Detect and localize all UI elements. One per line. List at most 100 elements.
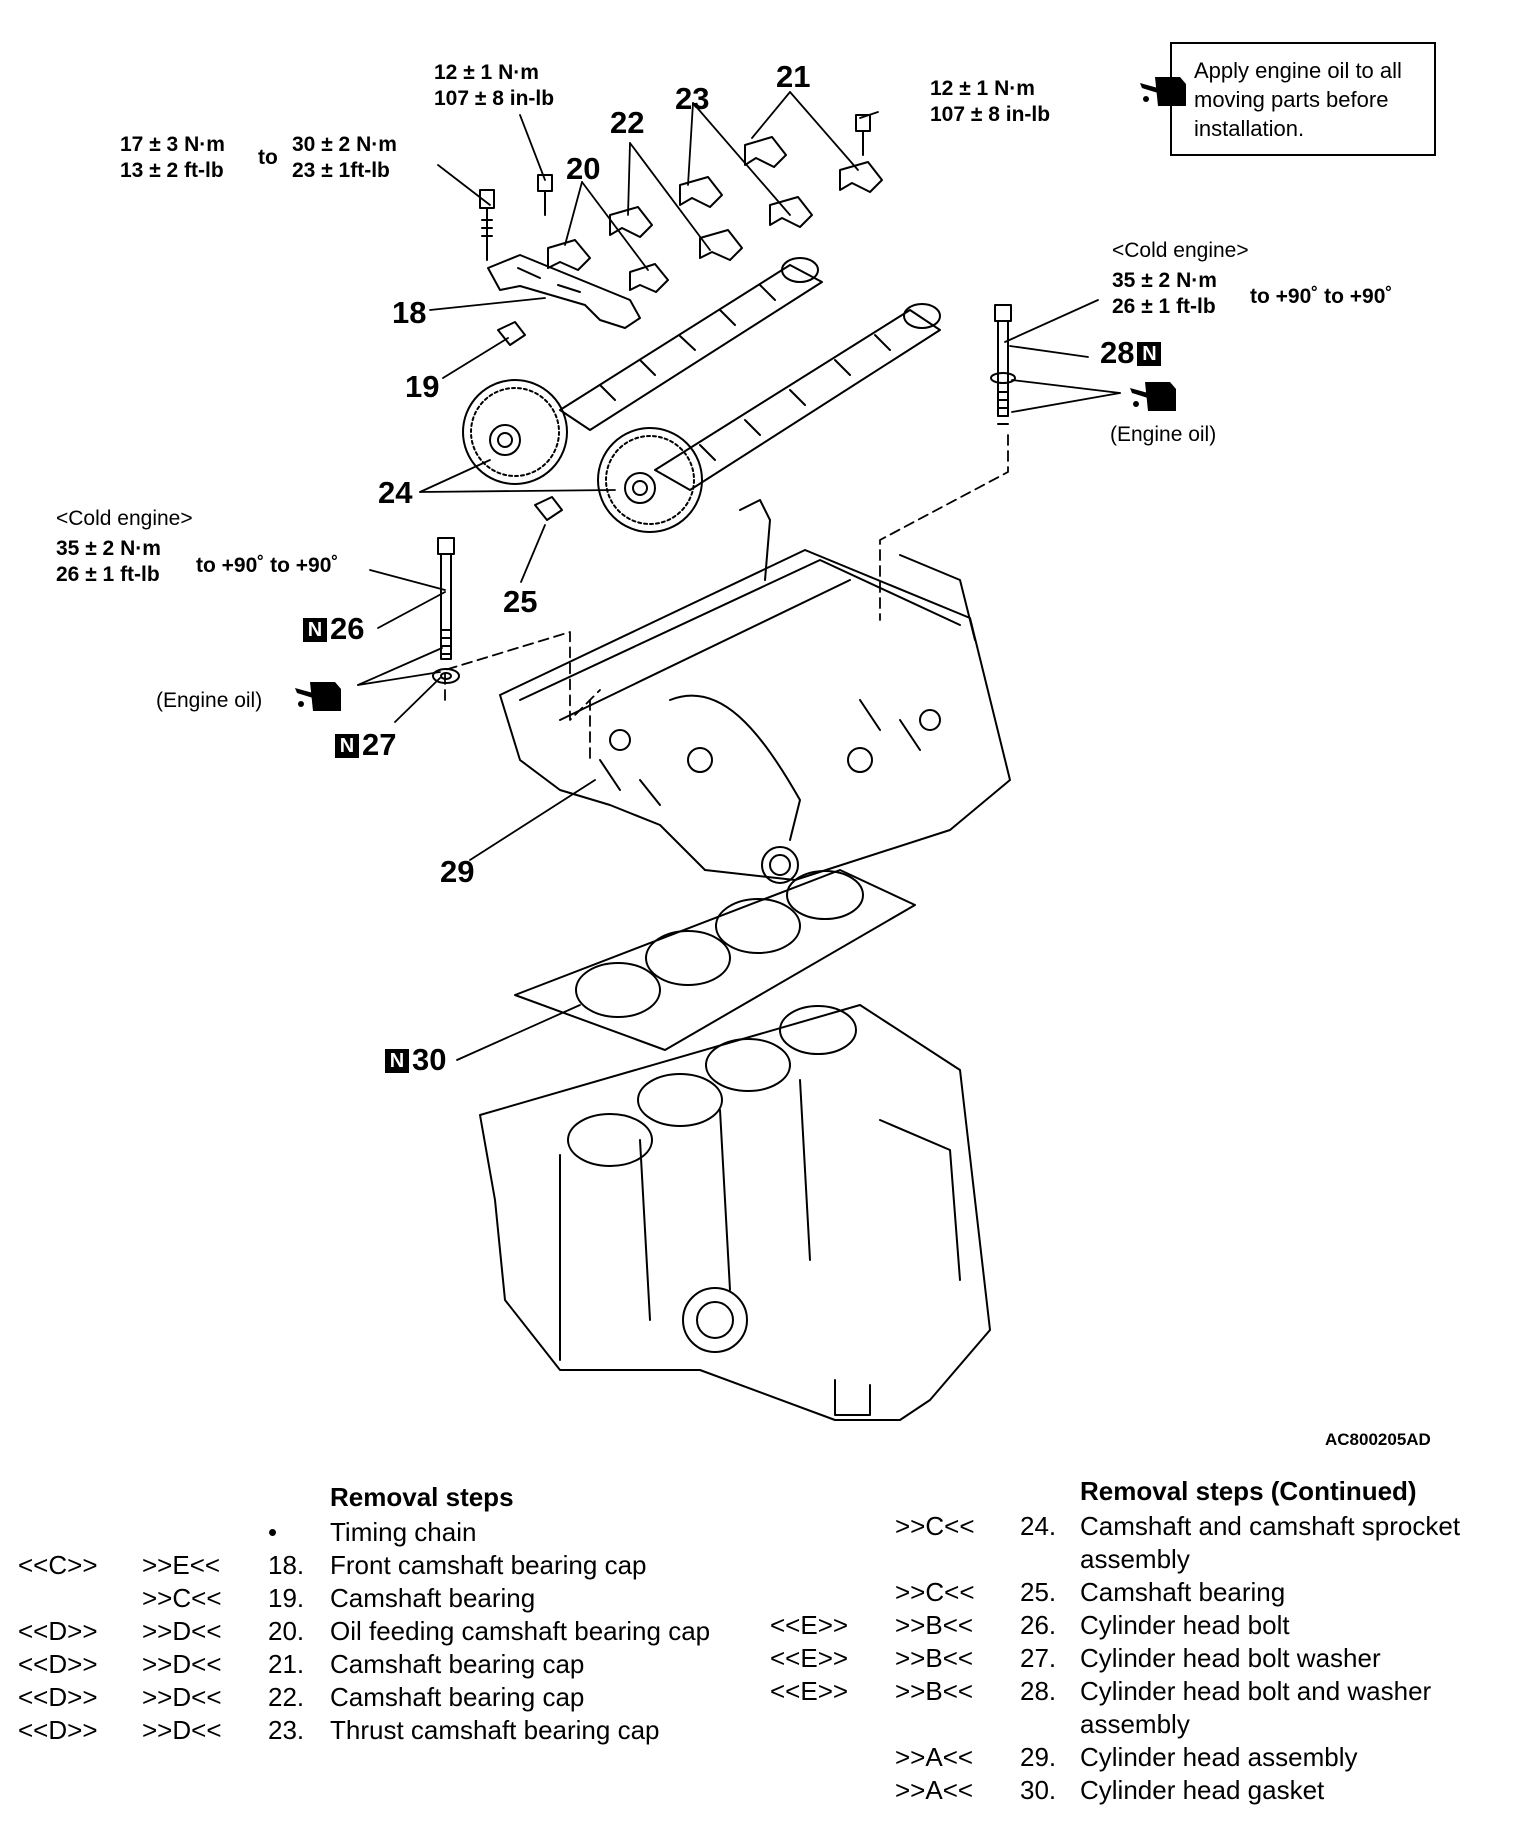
sprocket-intake (462, 379, 568, 485)
step-text: Thrust camshaft bearing cap (330, 1715, 660, 1745)
bearing-19 (497, 321, 526, 346)
callout-18: 18 (392, 295, 427, 330)
new-part-marker: N (335, 734, 359, 758)
cold-engine-title-left: <Cold engine> (56, 507, 193, 530)
step-code-removal: <<D>> (18, 1715, 98, 1745)
torque-nm: 12 ± 1 N·m (930, 77, 1035, 100)
step-text: Front camshaft bearing cap (330, 1550, 647, 1580)
step-row: >>C<<24.Camshaft and camshaft sprocket (0, 1510, 1536, 1542)
step-row: <<D>>>>D<<20.Oil feeding camshaft bearin… (0, 1615, 1536, 1647)
step-number: 26. (1020, 1610, 1057, 1640)
torque-nm: 35 ± 2 N·m (1112, 269, 1217, 292)
bolt-26 (437, 537, 455, 660)
cold-engine-title-right: <Cold engine> (1112, 239, 1249, 262)
oil-can-icon-left (295, 682, 341, 711)
step-code-removal: <<C>> (18, 1550, 98, 1580)
engine-oil-label-left: (Engine oil) (156, 689, 263, 712)
new-part-marker: N (385, 1049, 409, 1073)
torque-nm: 30 ± 2 N·m (292, 133, 397, 156)
cold-engine-angle-left: to +90˚ to +90˚ (196, 554, 339, 577)
callout-27-number: 27 (362, 727, 397, 762)
step-number: 22. (268, 1682, 305, 1712)
step-text-continued: assembly (1080, 1709, 1190, 1739)
torque-spec-3a: 17 ± 3 N·m 13 ± 2 ft-lb (120, 132, 225, 184)
torque-spec-1: 12 ± 1 N·m 107 ± 8 in-lb (434, 60, 554, 112)
step-row: <<D>>>>D<<21.Camshaft bearing cap (0, 1648, 1536, 1680)
step-text: Camshaft bearing (1080, 1577, 1286, 1607)
step-code-install: >>C<< (142, 1583, 222, 1613)
bearing-caps-22 (609, 206, 743, 261)
leader-lines (357, 91, 1121, 1061)
torque-nm: 17 ± 3 N·m (120, 133, 225, 156)
step-code-install: >>C<< (895, 1511, 975, 1541)
step-code-removal: <<D>> (18, 1649, 98, 1679)
step-number: 19. (268, 1583, 305, 1613)
new-part-marker: N (1137, 342, 1162, 366)
bearing-caps-21 (744, 136, 883, 193)
step-row: >>C<<25.Camshaft bearing (0, 1576, 1536, 1608)
step-code-removal: <<E>> (770, 1643, 849, 1673)
torque-spec-2: 12 ± 1 N·m 107 ± 8 in-lb (930, 76, 1050, 128)
torque-spec-3b: 30 ± 2 N·m 23 ± 1ft-lb (292, 132, 397, 184)
camshaft-intake (559, 257, 823, 431)
step-text: Camshaft bearing (330, 1583, 536, 1613)
step-number: 27. (1020, 1643, 1057, 1673)
step-text-continued: assembly (1080, 1544, 1190, 1574)
bearing-cap-18 (487, 254, 641, 329)
step-code-removal: <<D>> (18, 1682, 98, 1712)
note-box (1170, 42, 1436, 156)
callout-24: 24 (378, 475, 413, 510)
removal-steps-title: Removal steps (330, 1482, 514, 1512)
step-row: <<E>>>>B<<26.Cylinder head bolt (0, 1609, 1536, 1641)
step-number: 29. (1020, 1742, 1057, 1772)
torque-nm: 12 ± 1 N·m (434, 61, 539, 84)
torque-inlb: 107 ± 8 in-lb (434, 87, 555, 110)
step-text: Cylinder head bolt (1080, 1610, 1290, 1640)
step-number: 18. (268, 1550, 305, 1580)
step-text: Cylinder head bolt and washer (1080, 1676, 1432, 1706)
bolt-21 (855, 114, 871, 156)
step-number: 21. (268, 1649, 305, 1679)
bearing-25 (534, 496, 563, 521)
cold-engine-angle-right: to +90˚ to +90˚ (1250, 285, 1393, 308)
callout-23: 23 (675, 81, 710, 116)
step-number: 30. (1020, 1775, 1057, 1805)
head-gasket (514, 869, 916, 1051)
bolt-18 (479, 189, 495, 261)
step-text: Oil feeding camshaft bearing cap (330, 1616, 711, 1646)
step-row: •Timing chain (0, 1516, 1536, 1548)
step-row: <<E>>>>B<<28.Cylinder head bolt and wash… (0, 1675, 1536, 1707)
torque-ftlb: 26 ± 1 ft-lb (1112, 295, 1216, 318)
note-line: Apply engine oil to all (1194, 58, 1402, 83)
step-code-install: >>B<< (895, 1610, 974, 1640)
torque-to: to (258, 146, 278, 169)
step-row: <<C>>>>E<<18.Front camshaft bearing cap (0, 1549, 1536, 1581)
note-text: Apply engine oil to all moving parts bef… (1194, 56, 1402, 143)
step-row: >>C<< 19. Camshaft bearing (0, 1582, 1536, 1614)
callout-19: 19 (405, 369, 440, 404)
callout-29: 29 (440, 854, 475, 889)
step-text: Cylinder head bolt washer (1080, 1643, 1381, 1673)
cold-engine-torque-right: 35 ± 2 N·m 26 ± 1 ft-lb (1112, 268, 1217, 320)
step-code-install: >>D<< (142, 1682, 222, 1712)
step-number: 20. (268, 1616, 305, 1646)
cold-engine-torque-left: 35 ± 2 N·m 26 ± 1 ft-lb (56, 536, 161, 588)
callout-26-number: 26 (330, 611, 365, 646)
bolt-28 (990, 304, 1016, 425)
torque-ftlb: 13 ± 2 ft-lb (120, 159, 224, 182)
step-number: 25. (1020, 1577, 1057, 1607)
washer-27 (432, 668, 460, 684)
oil-can-icon-right (1130, 382, 1176, 411)
step-code-install: >>A<< (895, 1775, 974, 1805)
torque-ftlb: 23 ± 1ft-lb (292, 159, 390, 182)
step-row: >>A<<29.Cylinder head assembly (0, 1741, 1536, 1773)
note-line: installation. (1194, 116, 1305, 141)
step-code-install: >>B<< (895, 1676, 974, 1706)
removal-steps-continued-title: Removal steps (Continued) (1080, 1476, 1417, 1506)
bearing-caps-23 (679, 176, 813, 228)
step-row: <<D>>>>D<<22.Camshaft bearing cap (0, 1681, 1536, 1713)
step-text: Camshaft and camshaft sprocket (1080, 1511, 1461, 1541)
